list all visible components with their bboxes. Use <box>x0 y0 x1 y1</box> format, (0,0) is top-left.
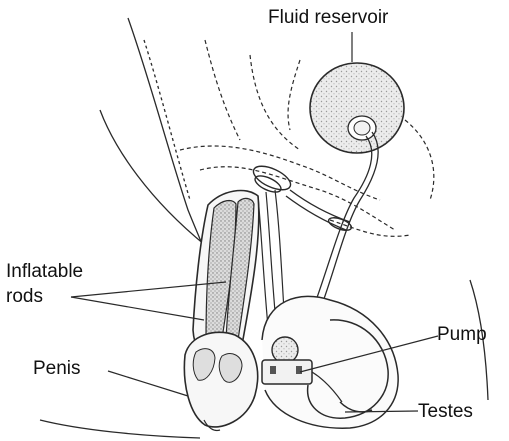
leader-penis <box>108 371 188 396</box>
fluid-reservoir <box>310 63 404 153</box>
label-pump: Pump <box>437 324 487 346</box>
label-inflatable-rods-line1: Inflatable <box>6 261 83 283</box>
label-penis: Penis <box>33 358 81 380</box>
glans <box>184 332 257 430</box>
label-testes: Testes <box>418 401 473 423</box>
label-inflatable-rods-line2: rods <box>6 286 43 308</box>
leader-rods-lower <box>71 297 204 320</box>
inflatable-rods <box>206 198 254 347</box>
label-fluid-reservoir: Fluid reservoir <box>268 7 388 29</box>
